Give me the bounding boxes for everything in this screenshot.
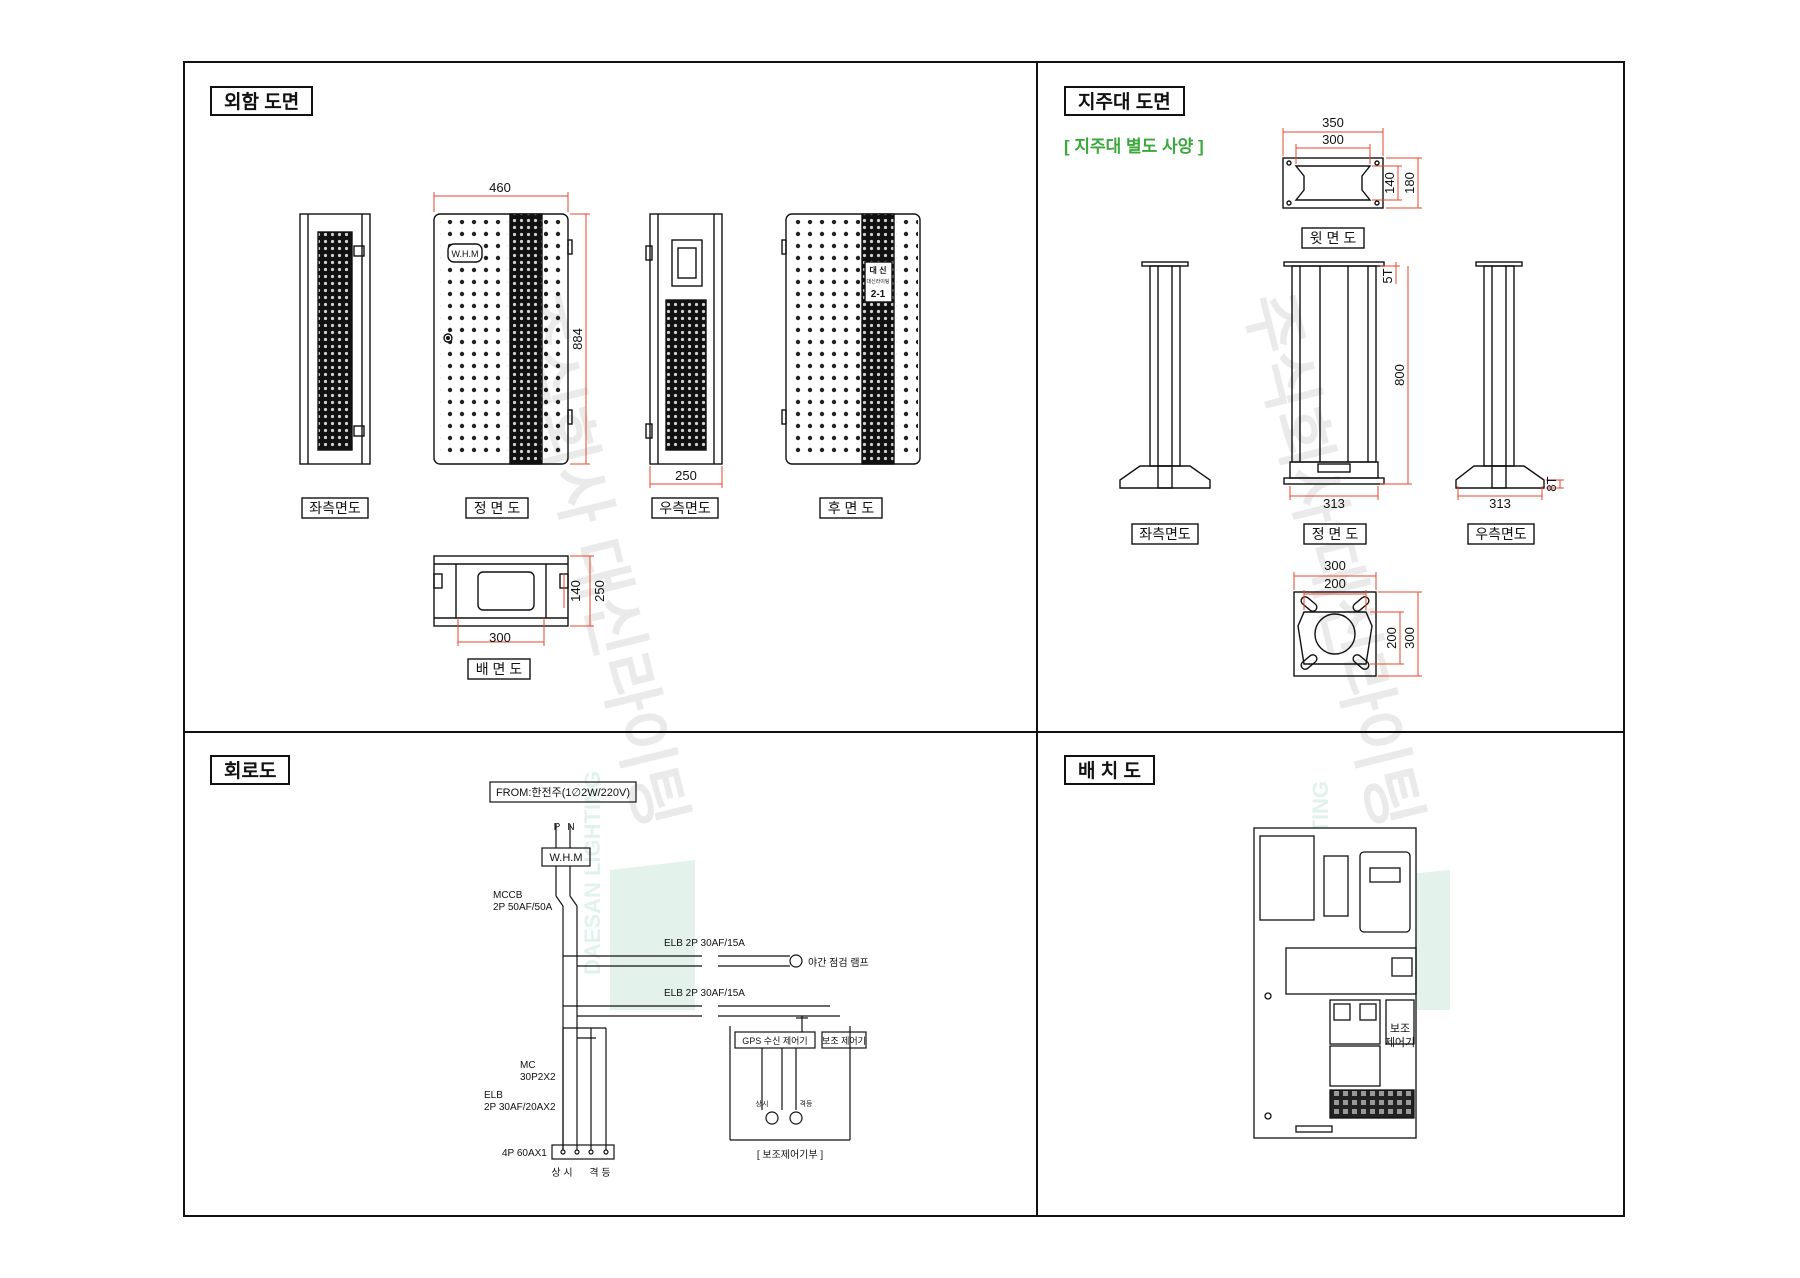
- pole-base-plate: [1293, 591, 1377, 677]
- label-right-view: 우측면도: [659, 500, 711, 516]
- label-pole-top-view: 윗 면 도: [1310, 230, 1357, 246]
- circuit-elb1: ELB 2P 30AF/15A: [664, 938, 745, 949]
- dim-plate-w2: 200: [1324, 576, 1346, 591]
- circuit-aux-ctrl: 보조 제어기: [822, 1036, 866, 1046]
- pole-front-view: [1283, 261, 1385, 485]
- circuit-n: N: [567, 822, 574, 833]
- enclosure-dimensions: [433, 192, 723, 646]
- dim-pole-top-w1: 350: [1322, 115, 1344, 130]
- dim-pole-base-front: 313: [1323, 496, 1345, 511]
- pole-drawings: 350 300 140 180: [1119, 115, 1564, 677]
- enclosure-dimension-labels: 460 884 250 300 140 250: [489, 180, 697, 645]
- dim-pole-top-h1: 140: [1382, 172, 1397, 194]
- circuit-out2: 격 등: [589, 1166, 610, 1179]
- enclosure-right-view: [645, 213, 723, 465]
- pole-dimensions: [1289, 262, 1564, 677]
- label-pole-right-view: 우측면도: [1475, 526, 1527, 542]
- pole-right-view: [1455, 261, 1545, 489]
- title-circuit: 회로도: [210, 755, 291, 785]
- label-bottom-view: 배 면 도: [476, 661, 523, 677]
- dim-enclosure-depth: 250: [675, 468, 697, 483]
- label-pole-left-view: 좌측면도: [1139, 526, 1191, 542]
- title-enclosure: 외함 도면: [210, 86, 314, 116]
- dim-plate-h1: 200: [1384, 627, 1399, 649]
- circuit-elb3-spec: 2P 30AF/20AX2: [484, 1102, 556, 1113]
- circuit-sub2: 격등: [800, 1100, 813, 1108]
- dim-enclosure-width: 460: [489, 180, 511, 195]
- enclosure-rear-view: 대 신 대신라이팅 2-1: [781, 213, 921, 465]
- layout-aux-label2: 제어기: [1385, 1036, 1415, 1049]
- title-layout: 배 치 도: [1064, 755, 1155, 785]
- enclosure-left-view: [299, 213, 371, 465]
- circuit-whm: W.H.M: [550, 852, 583, 864]
- layout-aux-label1: 보조: [1390, 1022, 1410, 1035]
- label-rear-view: 후 면 도: [828, 500, 875, 516]
- circuit-mccb-spec: 2P 50AF/50A: [493, 902, 553, 913]
- circuit-mc-spec: 30P2X2: [520, 1072, 556, 1083]
- circuit-gps: GPS 수신 제어기: [742, 1036, 807, 1046]
- dim-bottom-h2: 250: [592, 580, 607, 602]
- circuit-diagram: FROM:한전주(1∅2W/220V) P N W.H.M MCCB 2P 50…: [484, 781, 869, 1179]
- dim-plate-h2: 300: [1402, 627, 1417, 649]
- pole-top-dimensions: [1282, 128, 1422, 209]
- layout-diagram: [1253, 827, 1417, 1139]
- circuit-mccb: MCCB: [493, 890, 523, 901]
- enclosure-view-labels: 좌측면도 정 면 도 우측면도 후 면 도 배 면 도: [301, 497, 883, 680]
- pole-left-view: [1119, 261, 1211, 489]
- title-pole: 지주대 도면: [1064, 86, 1185, 116]
- circuit-p: P: [554, 822, 561, 833]
- dim-plate-w1: 300: [1324, 558, 1346, 573]
- layout-labels: 보조 제어기: [1385, 1022, 1415, 1049]
- pole-dimension-labels: 5T 800 313 313 8T 300 200 200 300: [1323, 268, 1559, 648]
- pole-view-labels: 윗 면 도 좌측면도 정 면 도 우측면도: [1131, 227, 1535, 545]
- circuit-aux-group: [ 보조제어기부 ]: [757, 1149, 824, 1161]
- circuit-out1: 상 시: [551, 1167, 572, 1179]
- watermark-logo-1: [610, 860, 695, 1010]
- circuit-terminal-block: 4P 60AX1: [502, 1148, 547, 1159]
- circuit-elb3: ELB: [484, 1090, 503, 1101]
- dim-pole-height: 800: [1392, 364, 1407, 386]
- circuit-mc: MC: [520, 1060, 536, 1071]
- dim-bottom-h1: 140: [568, 580, 583, 602]
- pole-note: [ 지주대 별도 사양 ]: [1064, 137, 1204, 156]
- circuit-from: FROM:한전주(1∅2W/220V): [496, 786, 630, 799]
- circuit-sub1: 상시: [756, 1099, 769, 1108]
- dim-enclosure-height: 884: [570, 328, 585, 350]
- dim-pole-t1: 5T: [1380, 268, 1395, 283]
- label-left-view: 좌측면도: [309, 500, 361, 516]
- rear-plate-line1: 대 신: [870, 265, 887, 275]
- dim-pole-top-h2: 180: [1402, 172, 1417, 194]
- dim-pole-top-w2: 300: [1322, 132, 1344, 147]
- enclosure-bottom-view: [433, 555, 569, 627]
- rear-plate-line2: 대신라이팅: [866, 278, 889, 285]
- dim-bottom-width: 300: [489, 630, 511, 645]
- pole-top-dimension-labels: 350 300 140 180: [1322, 115, 1417, 194]
- watermark-text-3: DAESAN LIGHTING: [580, 771, 605, 975]
- circuit-lamp: 야간 점검 램프: [808, 957, 869, 969]
- rear-plate-line3: 2-1: [871, 289, 886, 300]
- front-whm-label: W.H.M: [452, 249, 479, 259]
- dim-pole-t2: 8T: [1544, 476, 1559, 491]
- pole-top-view: [1282, 157, 1384, 209]
- enclosure-front-view: W.H.M: [433, 213, 573, 465]
- circuit-elb2: ELB 2P 30AF/15A: [664, 988, 745, 999]
- label-pole-front-view: 정 면 도: [1312, 526, 1359, 542]
- enclosure-drawings: W.H.M 대 신 대신라이팅: [299, 180, 921, 680]
- label-front-view: 정 면 도: [474, 500, 521, 516]
- sheet-frame: [183, 61, 1625, 1217]
- dim-pole-base-right: 313: [1489, 496, 1511, 511]
